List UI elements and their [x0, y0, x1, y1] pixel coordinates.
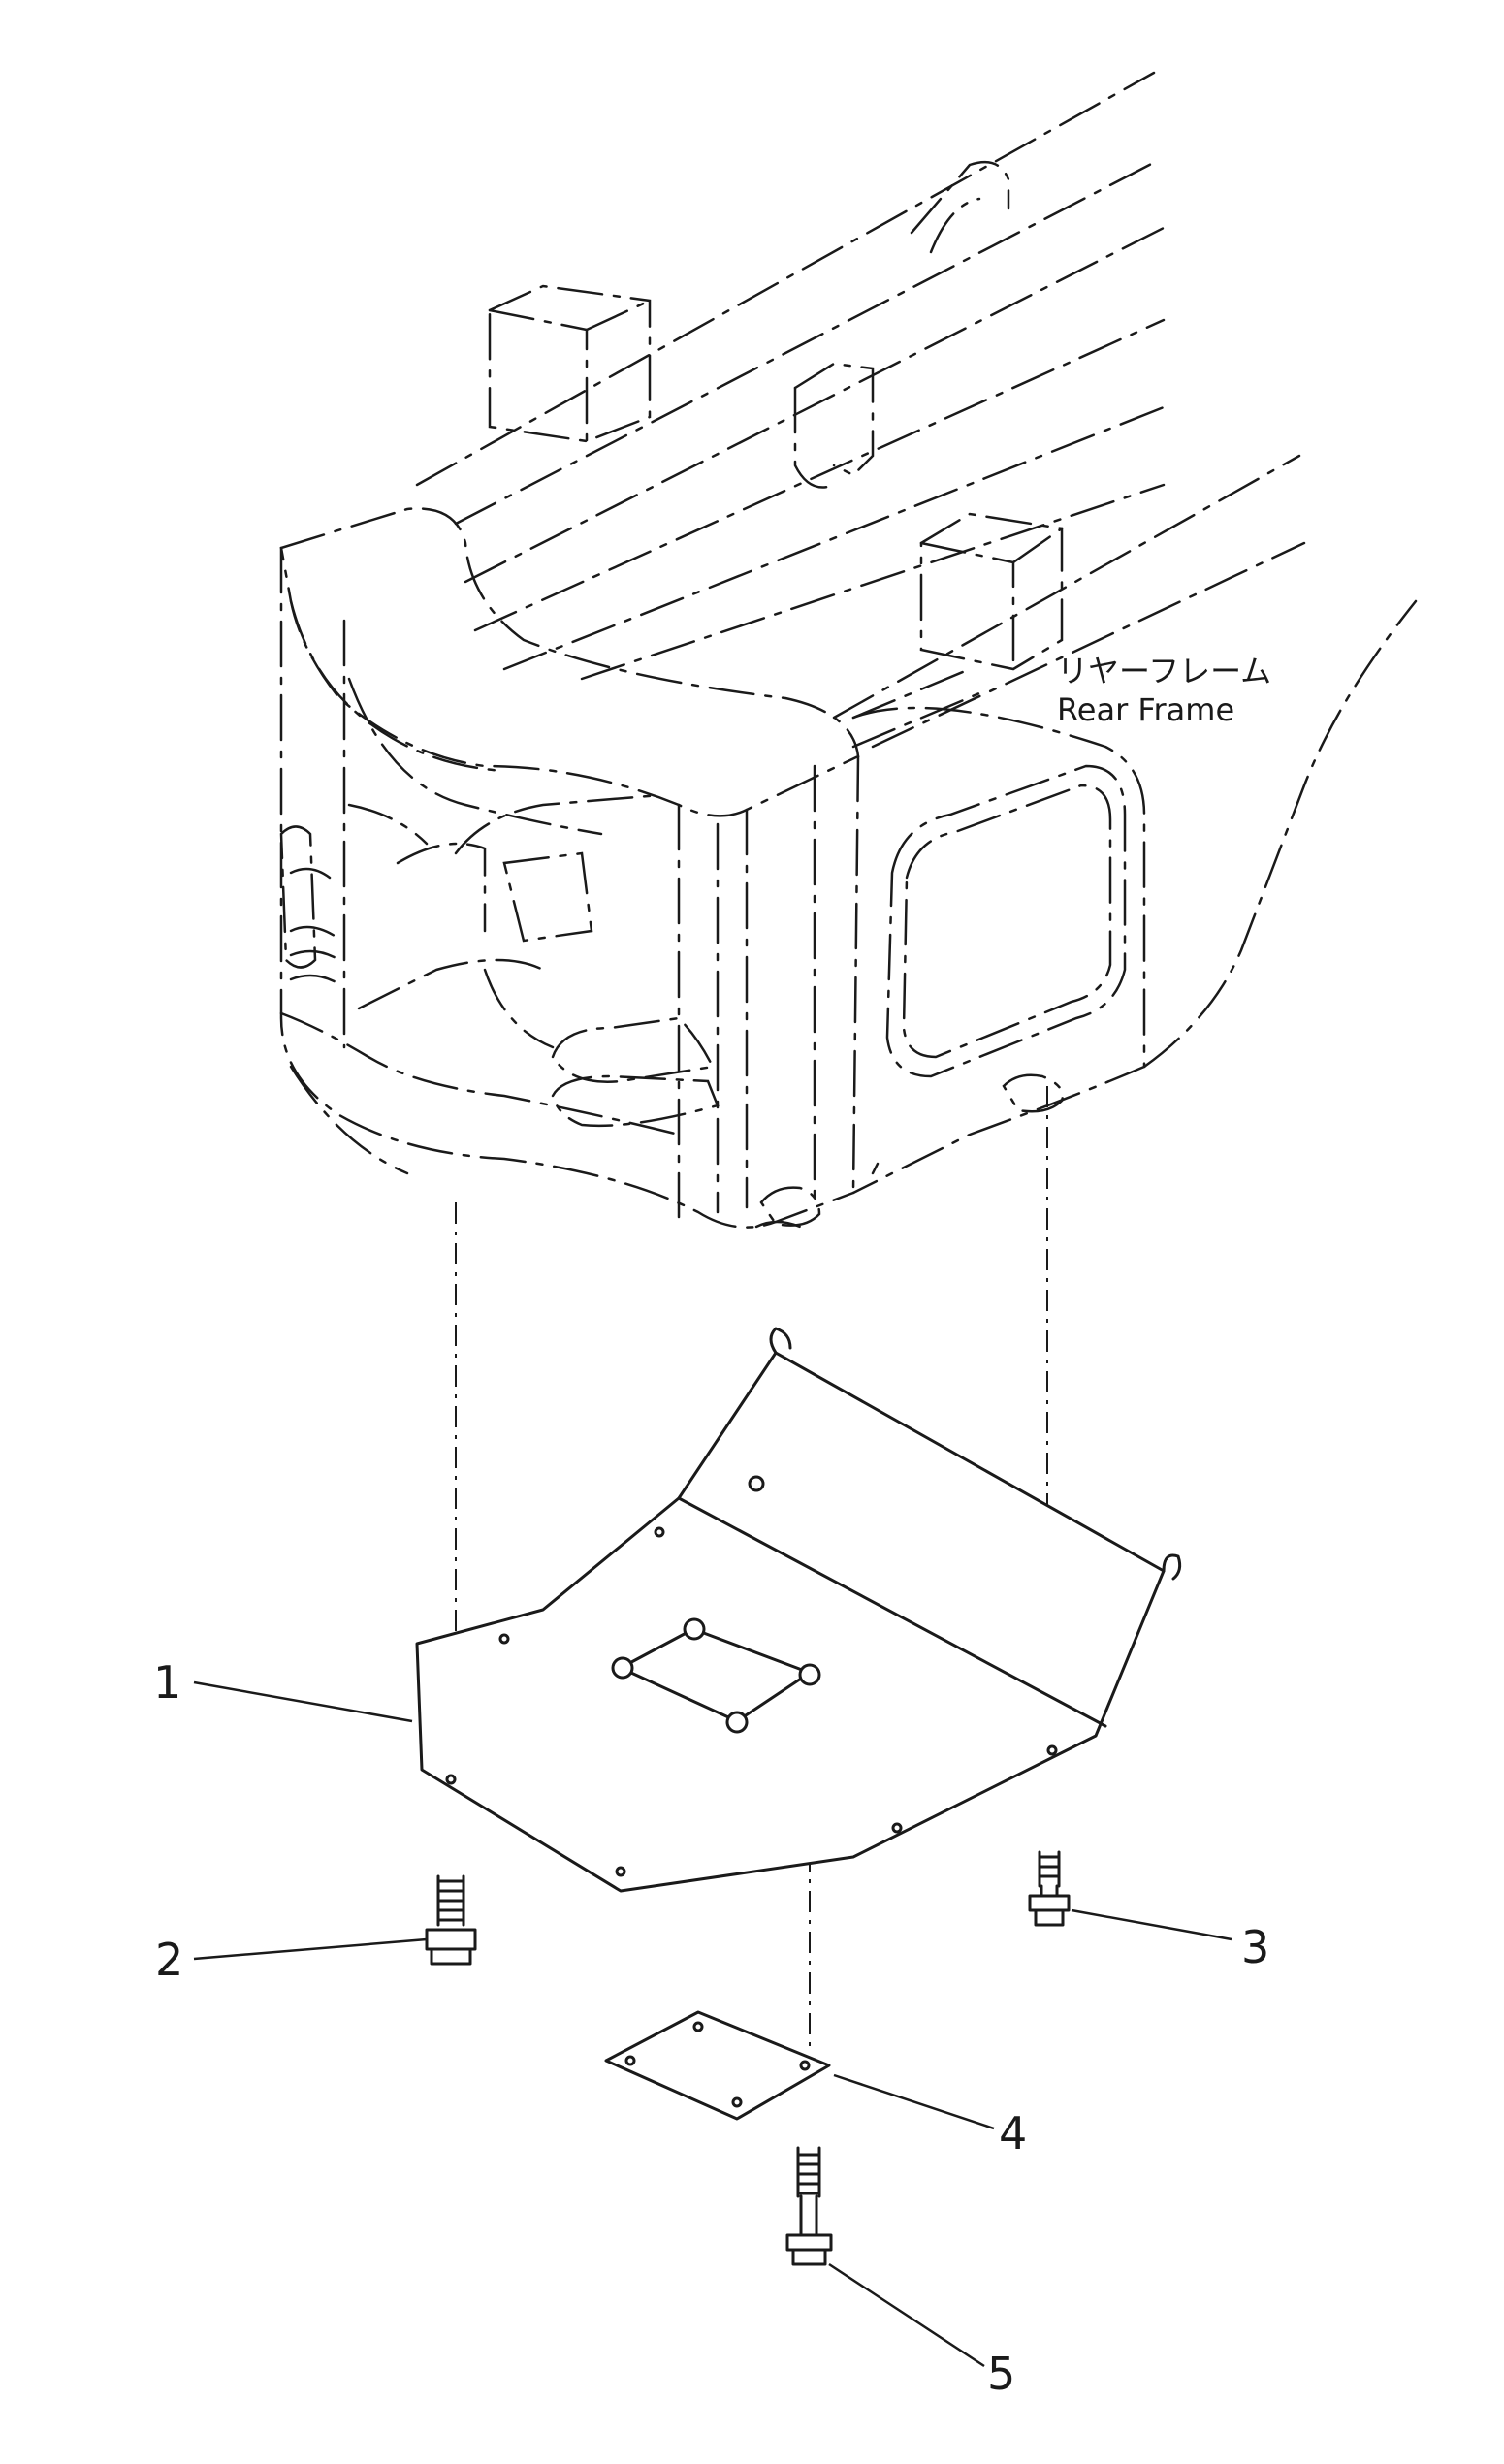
callout-2: 2 [155, 1934, 184, 1986]
callout-5: 5 [987, 2348, 1016, 2400]
bolt-bottom [785, 2146, 833, 2266]
callout-3: 3 [1241, 1921, 1270, 1973]
bolt-left [425, 1874, 477, 1966]
inspection-cover [604, 2010, 831, 2121]
leader-lines [193, 1680, 1232, 2368]
rear-frame-drawing [279, 71, 1418, 1229]
rear-frame-label-english: Rear Frame [1057, 691, 1235, 728]
under-cover-plate [415, 1327, 1182, 1893]
callout-4: 4 [999, 2107, 1028, 2160]
rear-frame-label: リヤーフレーム Rear Frame [1057, 652, 1271, 729]
bolt-right [1028, 1850, 1071, 1927]
callout-1: 1 [153, 1656, 182, 1709]
rear-frame-label-japanese: リヤーフレーム [1057, 653, 1272, 689]
